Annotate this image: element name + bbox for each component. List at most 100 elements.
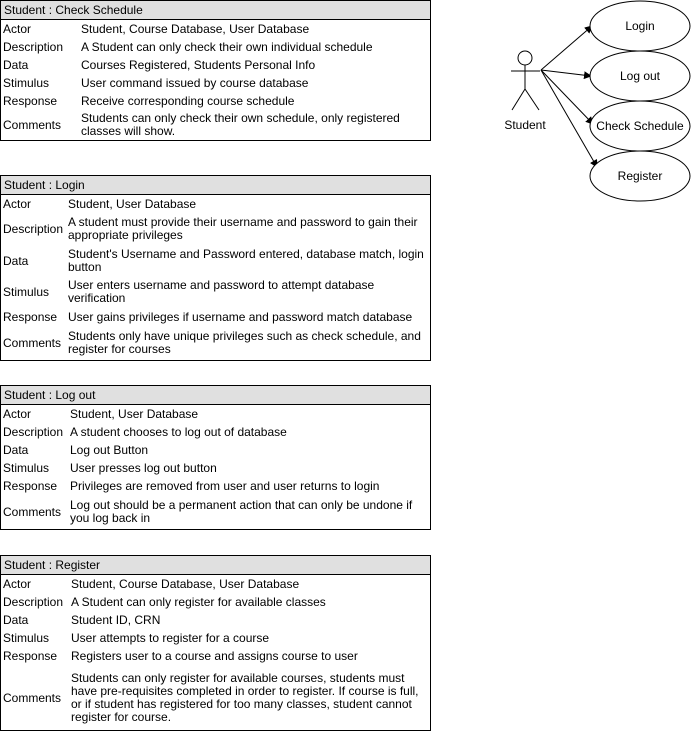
row-key: Actor [3, 22, 32, 36]
table-row: Stimulus User command issued by course da… [1, 74, 430, 92]
row-value: Receive corresponding course schedule [81, 93, 295, 108]
row-value: Log out should be a permanent action tha… [70, 498, 413, 525]
use-case-label: Register [618, 169, 663, 183]
use-case-log-out: Log out [589, 50, 691, 102]
row-value: User gains privileges if username and pa… [68, 309, 413, 324]
table-row: Data Log out Button [1, 441, 430, 459]
row-key: Comments [3, 118, 62, 132]
table-row: Stimulus User enters username and passwor… [1, 277, 430, 307]
row-value: A Student can only check their own indiv… [81, 39, 373, 54]
table-row: Response Receive corresponding course sch… [1, 92, 430, 110]
table-row: Actor Student, Course Database, User Data… [1, 20, 430, 38]
row-key: Stimulus [3, 76, 50, 90]
table-row: Comments Log out should be a permanent ac… [1, 495, 430, 529]
row-value: Student's Username and Password entered,… [68, 246, 424, 274]
row-key: Response [3, 310, 58, 324]
row-value: Student, Course Database, User Database [71, 576, 300, 591]
table-title: Student : Login [1, 176, 430, 195]
row-key: Description [3, 40, 64, 54]
row-key: Stimulus [3, 285, 50, 299]
association-log-out [540, 69, 592, 80]
table-row: Response Registers user to a course and a… [1, 647, 430, 665]
row-value: Privileges are removed from user and use… [70, 478, 380, 493]
row-key: Actor [3, 197, 32, 211]
use-case-login: Login [589, 0, 691, 52]
table-row: Description A Student can only register f… [1, 593, 430, 611]
row-key: Data [3, 58, 29, 72]
table-title: Student : Log out [1, 386, 430, 405]
use-case-label: Check Schedule [596, 119, 684, 133]
table-row: Data Courses Registered, Students Persona… [1, 56, 430, 74]
table-row: Response Privileges are removed from user… [1, 477, 430, 495]
row-key: Response [3, 94, 58, 108]
row-key: Description [3, 595, 64, 609]
use-case-label: Login [625, 19, 654, 33]
row-key: Data [3, 253, 29, 268]
row-key: Data [3, 613, 29, 627]
actor-head [517, 50, 533, 66]
row-key: Actor [3, 407, 32, 421]
actor-label: Student [504, 118, 546, 132]
row-value: A Student can only register for availabl… [71, 594, 326, 609]
row-value: Student ID, CRN [71, 612, 161, 627]
table-row: Comments Students can only register for a… [1, 665, 430, 731]
table-row: Comments Students only have unique privil… [1, 327, 430, 359]
row-value: A student must provide their username an… [68, 214, 418, 242]
table-row: Description A student chooses to log out … [1, 423, 430, 441]
row-value: A student chooses to log out of database [70, 424, 287, 439]
row-key: Stimulus [3, 461, 50, 475]
table-row: Stimulus User presses log out button [1, 459, 430, 477]
row-value: User attempts to register for a course [71, 630, 270, 645]
table-row: Data Student ID, CRN [1, 611, 430, 629]
table-row: Data Student's Username and Password ente… [1, 244, 430, 277]
table-row: Comments Students can only check their ow… [1, 110, 430, 140]
row-value: Registers user to a course and assigns c… [71, 648, 358, 663]
actor-right-leg [524, 88, 540, 111]
row-key: Response [3, 649, 58, 663]
association-login [540, 25, 593, 71]
row-value: Log out Button [70, 442, 149, 457]
row-value: Students can only register for available… [71, 671, 419, 724]
row-key: Description [3, 221, 64, 236]
use-case-check-schedule: Check Schedule [589, 100, 691, 152]
row-value: User enters username and password to att… [68, 278, 375, 305]
table-row: Description A Student can only check thei… [1, 38, 430, 56]
row-value: Courses Registered, Students Personal In… [81, 57, 316, 72]
row-key: Comments [3, 691, 62, 705]
use-case-register: Register [589, 150, 691, 202]
use-case-table-check-schedule: Student : Check Schedule Actor Student, C… [0, 0, 431, 141]
table-row: Stimulus User attempts to register for a … [1, 629, 430, 647]
row-value: User command issued by course database [81, 75, 309, 90]
table-title: Student : Check Schedule [1, 1, 430, 20]
actor-left-leg [511, 88, 526, 111]
row-key: Response [3, 479, 58, 493]
association-register [540, 69, 598, 168]
row-value: User presses log out button [70, 460, 217, 475]
use-case-table-login: Student : Login Actor Student, User Datab… [0, 175, 431, 361]
table-row: Response User gains privileges if usernam… [1, 307, 430, 327]
table-row: Description A student must provide their … [1, 213, 430, 244]
table-title: Student : Register [1, 556, 430, 575]
row-key: Comments [3, 336, 62, 350]
association-check-schedule [540, 69, 594, 125]
row-value: Students can only check their own schedu… [81, 111, 400, 138]
student-actor [511, 50, 540, 111]
table-body: Actor Student, Course Database, User Data… [1, 20, 430, 140]
row-value: Students only have unique privileges suc… [68, 329, 421, 356]
row-value: Student, User Database [68, 196, 197, 211]
row-key: Stimulus [3, 631, 50, 645]
row-key: Description [3, 425, 64, 439]
row-key: Data [3, 443, 29, 457]
row-value: Student, Course Database, User Database [81, 21, 310, 36]
row-key: Comments [3, 505, 62, 519]
table-row: Actor Student, User Database [1, 195, 430, 213]
use-case-label: Log out [620, 69, 661, 83]
